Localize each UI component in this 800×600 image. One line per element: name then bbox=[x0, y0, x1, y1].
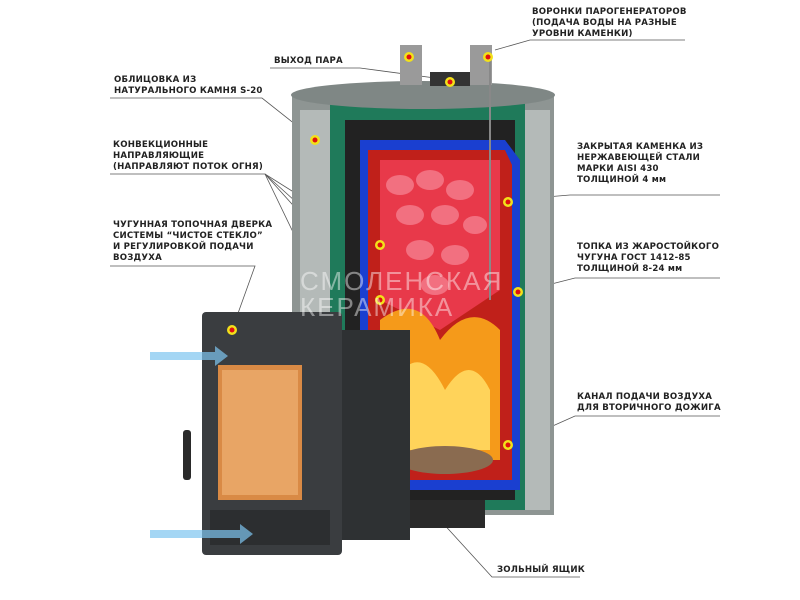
label-line: ЗАКРЫТАЯ КАМЕНКА ИЗ bbox=[577, 142, 704, 152]
label-cast-iron-door: ЧУГУННАЯ ТОПОЧНАЯ ДВЕРКА СИСТЕМЫ “ЧИСТОЕ… bbox=[113, 220, 272, 264]
label-line: ДЛЯ ВТОРИЧНОГО ДОЖИГА bbox=[577, 403, 721, 413]
label-line: ТОПКА ИЗ ЖАРОСТОЙКОГО bbox=[577, 242, 720, 252]
cast-iron-door bbox=[183, 312, 410, 555]
watermark: СМОЛЕНСКАЯ КЕРАМИКА bbox=[300, 268, 503, 320]
label-stone-cladding: ОБЛИЦОВКА ИЗ НАТУРАЛЬНОГО КАМНЯ S-20 bbox=[114, 75, 263, 97]
door-handle bbox=[183, 430, 191, 480]
label-line: КАНАЛ ПОДАЧИ ВОЗДУХА bbox=[577, 392, 713, 402]
label-line: ТОЛЩИНОЙ 8-24 мм bbox=[577, 264, 683, 274]
label-convection-guides: КОНВЕКЦИОННЫЕ НАПРАВЛЯЮЩИЕ (НАПРАВЛЯЮТ П… bbox=[113, 140, 263, 173]
label-line: СИСТЕМЫ “ЧИСТОЕ СТЕКЛО” bbox=[113, 231, 263, 241]
label-line: НАПРАВЛЯЮЩИЕ bbox=[113, 151, 205, 161]
markers bbox=[227, 52, 523, 450]
label-line: ВЫХОД ПАРА bbox=[274, 56, 343, 66]
label-line: ЧУГУНА ГОСТ 1412-85 bbox=[577, 253, 691, 263]
label-line: (ПОДАЧА ВОДЫ НА РАЗНЫЕ bbox=[532, 18, 677, 28]
leader-steam-funnels bbox=[494, 39, 685, 51]
label-line: ЧУГУННАЯ ТОПОЧНАЯ ДВЕРКА bbox=[113, 220, 273, 230]
stones bbox=[386, 170, 487, 295]
label-steam-outlet: ВЫХОД ПАРА bbox=[274, 56, 343, 67]
label-steam-funnels: ВОРОНКИ ПАРОГЕНЕРАТОРОВ (ПОДАЧА ВОДЫ НА … bbox=[532, 7, 687, 40]
label-closed-heater: ЗАКРЫТАЯ КАМЕНКА ИЗ НЕРЖАВЕЮЩЕЙ СТАЛИ МА… bbox=[577, 142, 703, 186]
label-firebox: ТОПКА ИЗ ЖАРОСТОЙКОГО ЧУГУНА ГОСТ 1412-8… bbox=[577, 242, 719, 275]
leader-door bbox=[110, 265, 256, 331]
grate-wood bbox=[397, 446, 493, 474]
label-line: НАТУРАЛЬНОГО КАМНЯ S-20 bbox=[114, 86, 263, 96]
label-line: МАРКИ AISI 430 bbox=[577, 164, 659, 174]
ash-box bbox=[405, 500, 485, 528]
label-line: КОНВЕКЦИОННЫЕ bbox=[113, 140, 209, 150]
label-line: ЗОЛЬНЫЙ ЯЩИК bbox=[497, 565, 586, 575]
label-line: ВОРОНКИ ПАРОГЕНЕРАТОРОВ bbox=[532, 7, 687, 17]
label-line: ТОЛЩИНОЙ 4 мм bbox=[577, 175, 667, 185]
steam-funnel-right bbox=[470, 45, 492, 85]
label-ash-box: ЗОЛЬНЫЙ ЯЩИК bbox=[497, 565, 585, 576]
label-line: НЕРЖАВЕЮЩЕЙ СТАЛИ bbox=[577, 153, 701, 163]
label-line: ОБЛИЦОВКА ИЗ bbox=[114, 75, 197, 85]
label-line: УРОВНИ КАМЕНКИ) bbox=[532, 29, 633, 39]
steam-funnel-left bbox=[400, 45, 422, 85]
watermark-line: СМОЛЕНСКАЯ bbox=[300, 266, 504, 296]
heater-stones bbox=[380, 160, 500, 330]
leader-stone-cladding bbox=[110, 97, 316, 141]
label-line: (НАПРАВЛЯЮТ ПОТОК ОГНЯ) bbox=[113, 162, 263, 172]
top-cap bbox=[291, 81, 555, 109]
label-line: И РЕГУЛИРОВКОЙ ПОДАЧИ bbox=[113, 242, 254, 252]
leader-ash-box bbox=[439, 519, 580, 578]
leader-steam-outlet bbox=[270, 67, 451, 81]
watermark-line: КЕРАМИКА bbox=[300, 292, 455, 322]
label-air-channel: КАНАЛ ПОДАЧИ ВОЗДУХА ДЛЯ ВТОРИЧНОГО ДОЖИ… bbox=[577, 392, 721, 414]
label-line: ВОЗДУХА bbox=[113, 253, 162, 263]
air-vent bbox=[210, 510, 330, 545]
air-flow-arrows bbox=[150, 346, 253, 544]
